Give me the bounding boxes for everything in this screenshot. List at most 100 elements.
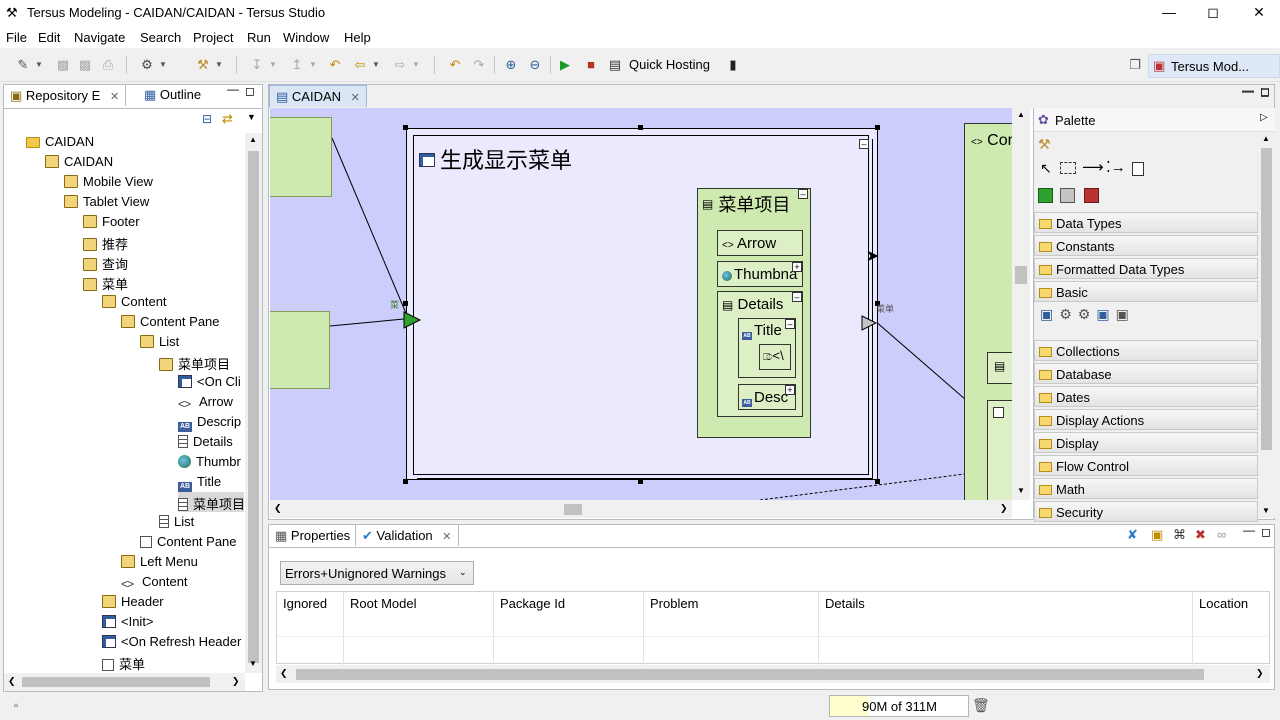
- minimize-palette-icon[interactable]: —: [1242, 83, 1254, 97]
- scroll-right-icon[interactable]: ❯: [1000, 503, 1008, 513]
- element-thumbnail[interactable]: Thumbna +: [717, 261, 803, 287]
- palette-drawer[interactable]: Dates: [1034, 386, 1258, 407]
- zoom-in-icon[interactable]: ⊕: [505, 57, 517, 72]
- scroll-up-icon[interactable]: ▲: [249, 135, 257, 144]
- forward-icon[interactable]: ⇨: [394, 57, 406, 72]
- nav-up-icon[interactable]: ↥: [291, 57, 303, 72]
- flow-tool-icon[interactable]: ⟶: [1082, 159, 1104, 176]
- search-model-icon[interactable]: ⚙: [141, 57, 153, 72]
- tree-item[interactable]: 查询: [83, 252, 128, 272]
- tree-item[interactable]: Details: [178, 432, 233, 452]
- tree-item[interactable]: Content Pane: [121, 312, 220, 332]
- tree-item[interactable]: Mobile View: [64, 172, 153, 192]
- nav-down-dropdown-icon[interactable]: ▼: [269, 60, 277, 69]
- right-child-pane[interactable]: [987, 400, 1012, 500]
- scroll-thumb[interactable]: [248, 151, 259, 663]
- tree-item[interactable]: CAIDAN: [26, 133, 94, 152]
- palette-drawer[interactable]: Database: [1034, 363, 1258, 384]
- tree-item[interactable]: Thumbr: [178, 452, 241, 472]
- tree-item[interactable]: 菜单项目: [159, 352, 230, 372]
- palette-drawer[interactable]: Math: [1034, 478, 1258, 499]
- tab-repository-explorer[interactable]: ▣ Repository E ✕: [3, 84, 127, 106]
- window-maximize-button[interactable]: ◻: [1190, 0, 1236, 26]
- maximize-palette-icon[interactable]: ◻: [1260, 84, 1270, 98]
- column-divider[interactable]: [1192, 592, 1193, 665]
- tree-item[interactable]: Header: [102, 592, 164, 612]
- tool-icon[interactable]: ⚒: [1038, 136, 1051, 152]
- palette-drawer[interactable]: Basic: [1034, 281, 1258, 302]
- link-editor-icon[interactable]: ⇄: [222, 111, 233, 126]
- close-icon[interactable]: ✕: [109, 91, 120, 103]
- palette-drawer[interactable]: Display: [1034, 432, 1258, 453]
- tree-item[interactable]: Left Menu: [121, 552, 198, 572]
- minimize-view-icon[interactable]: —: [227, 82, 239, 96]
- canvas-vertical-scrollbar[interactable]: ▲ ▼: [1012, 108, 1030, 500]
- gear-icon[interactable]: ⚙: [1059, 306, 1072, 322]
- validation-filter-select[interactable]: Errors+Unignored Warnings ⌄: [280, 561, 474, 585]
- menu-edit[interactable]: Edit: [38, 30, 61, 45]
- tree-item[interactable]: CAIDAN: [45, 152, 113, 172]
- trash-icon[interactable]: 🗑: [972, 697, 990, 713]
- palette-drawer[interactable]: Formatted Data Types: [1034, 258, 1258, 279]
- scroll-left-icon[interactable]: ❮: [280, 668, 288, 678]
- display-element-icon[interactable]: ▣: [1096, 306, 1110, 322]
- trigger-tool-icon[interactable]: [1038, 188, 1053, 203]
- scroll-thumb[interactable]: [1261, 148, 1272, 450]
- gear-icon[interactable]: ⚙: [1077, 306, 1091, 322]
- tree-vertical-scrollbar[interactable]: ▲ ▼: [245, 133, 262, 673]
- scroll-down-icon[interactable]: ▼: [1262, 506, 1270, 515]
- tab-properties[interactable]: ▦ Properties: [269, 525, 356, 547]
- maximize-editor-icon[interactable]: ◻: [1260, 85, 1270, 99]
- nav-up-dropdown-icon[interactable]: ▼: [309, 60, 317, 69]
- menu-help[interactable]: Help: [344, 30, 371, 45]
- menu-file[interactable]: File: [6, 30, 27, 45]
- zoom-out-icon[interactable]: ⊖: [529, 57, 541, 72]
- run-icon[interactable]: ▶: [560, 57, 570, 72]
- diagram-canvas[interactable]: 生成显示菜单 – 菜 菜单 ▤ 菜单项目 – <> Arrow Thumbna …: [270, 108, 1012, 500]
- collapse-palette-icon[interactable]: ▷: [1260, 112, 1268, 123]
- note-tool-icon[interactable]: [1132, 162, 1144, 176]
- output-exit-icon[interactable]: [860, 314, 878, 332]
- palette-drawer[interactable]: Collections: [1034, 340, 1258, 361]
- tool-dropdown-icon[interactable]: ▼: [215, 60, 223, 69]
- scroll-thumb[interactable]: [296, 669, 1204, 680]
- exit-tool-icon[interactable]: [1060, 188, 1075, 203]
- selection-handle[interactable]: [403, 301, 408, 306]
- tree-item[interactable]: 菜单: [83, 272, 128, 292]
- right-child-list[interactable]: ▤: [987, 352, 1012, 384]
- column-header[interactable]: Problem: [650, 596, 699, 611]
- selection-handle[interactable]: [638, 479, 643, 484]
- column-divider[interactable]: [343, 592, 344, 665]
- column-header[interactable]: Package Id: [500, 596, 566, 611]
- collapse-icon[interactable]: –: [859, 139, 869, 149]
- maximize-view-icon[interactable]: ◻: [1261, 525, 1271, 539]
- tree-item[interactable]: Content Pane: [140, 532, 237, 552]
- hosting-icon[interactable]: ▤: [608, 57, 622, 72]
- flow-line[interactable]: [329, 318, 405, 327]
- palette-drawer[interactable]: Security: [1034, 501, 1258, 522]
- scroll-down-icon[interactable]: ▼: [249, 659, 257, 668]
- save-all-icon[interactable]: ▩: [78, 57, 92, 72]
- tree-item[interactable]: Content: [102, 292, 167, 312]
- tree-horizontal-scrollbar[interactable]: ❮ ❯: [4, 673, 245, 691]
- window-close-button[interactable]: ✕: [1236, 0, 1280, 26]
- tree-item[interactable]: List: [159, 512, 194, 532]
- scroll-thumb[interactable]: [564, 504, 582, 515]
- select-tool-icon[interactable]: ↖: [1040, 160, 1052, 176]
- clear-icon[interactable]: ✖: [1195, 527, 1206, 542]
- scroll-up-icon[interactable]: ▲: [1262, 134, 1270, 143]
- tree-item[interactable]: <On Refresh Header: [102, 632, 241, 652]
- scroll-up-icon[interactable]: ▲: [1017, 110, 1025, 119]
- column-divider[interactable]: [643, 592, 644, 665]
- table-horizontal-scrollbar[interactable]: ❮ ❯: [276, 665, 1270, 683]
- collapse-icon[interactable]: –: [792, 292, 802, 302]
- error-exit-tool-icon[interactable]: [1084, 188, 1099, 203]
- back-icon[interactable]: ⇦: [354, 57, 366, 72]
- palette-drawer[interactable]: Constants: [1034, 235, 1258, 256]
- column-divider[interactable]: [493, 592, 494, 665]
- menu-run[interactable]: Run: [247, 30, 271, 45]
- selection-handle[interactable]: [638, 125, 643, 130]
- quick-hosting-button[interactable]: Quick Hosting: [629, 57, 710, 72]
